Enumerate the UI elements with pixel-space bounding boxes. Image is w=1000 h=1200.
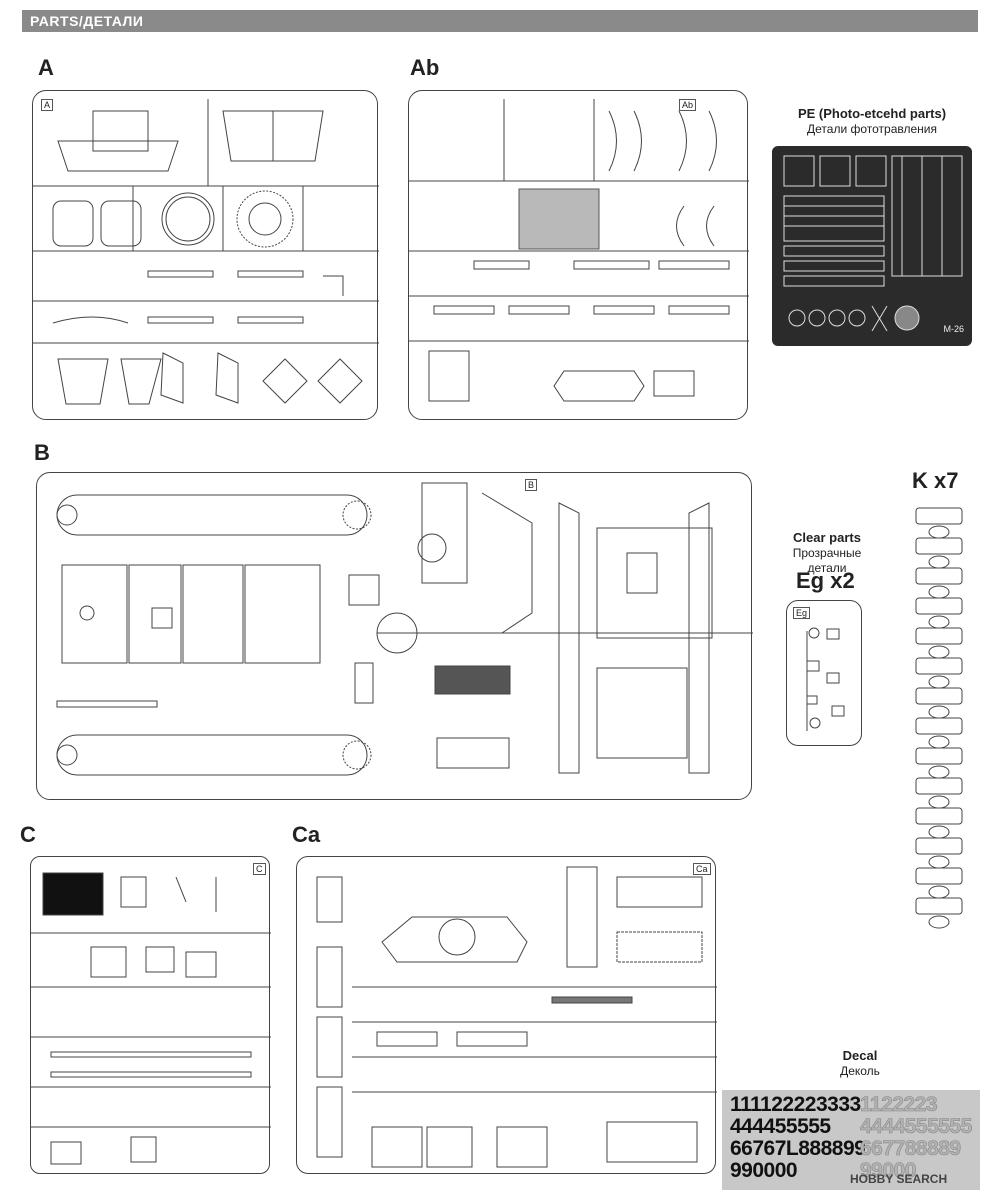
- sprue-ab-parts: [409, 99, 749, 402]
- decal-ghost-row-1: 1122223: [860, 1093, 938, 1116]
- sprue-tag-c: C: [253, 863, 266, 875]
- sprue-label-ab: Ab: [410, 55, 440, 80]
- pe-title: PE (Photo-etcehd parts): [797, 106, 947, 121]
- sprue-ca: Ca: [296, 856, 717, 1174]
- watermark: HOBBY SEARCH: [850, 1172, 948, 1186]
- track-links: [915, 507, 963, 929]
- sprue-label-a: A: [38, 55, 54, 80]
- sprue-eg-parts: [806, 627, 845, 731]
- pe-code: M-26: [943, 324, 964, 334]
- clear-title: Clear parts: [793, 530, 861, 545]
- pe-fret-parts: [783, 155, 963, 332]
- sprue-eg: Eg: [786, 600, 862, 746]
- sprue-label-c: C: [20, 822, 36, 847]
- decal-title: Decal: [842, 1048, 878, 1063]
- section-header: PARTS/ДЕТАЛИ: [22, 10, 978, 32]
- decal-row-2: 444455555: [730, 1115, 831, 1138]
- pe-caption: PE (Photo-etcehd parts) Детали фототравл…: [772, 106, 972, 137]
- sprue-ca-parts: [316, 866, 717, 1168]
- pe-subtitle: Детали фототравления: [807, 122, 937, 136]
- sprue-tag-a: A: [41, 99, 54, 111]
- decal-ghost-row-4: 99000: [860, 1159, 917, 1182]
- decal-ghost-row-3: 667788889: [860, 1137, 962, 1160]
- decal-caption: Decal Деколь: [810, 1048, 910, 1079]
- sprue-label-b: B: [34, 440, 50, 465]
- sprue-b: B: [36, 472, 753, 800]
- tracks-label: K x7: [912, 468, 959, 493]
- clear-subtitle: Прозрачные детали: [792, 546, 862, 575]
- decal-ghost-row-2: 4444555555: [860, 1115, 973, 1138]
- decal-row-3: 66767L888899: [730, 1137, 866, 1160]
- decal-row-1: 111122223333: [730, 1093, 861, 1116]
- sprue-c: C: [30, 856, 271, 1174]
- sprue-ab: Ab: [408, 90, 749, 420]
- sprue-a: A: [32, 90, 379, 420]
- section-title: PARTS/ДЕТАЛИ: [30, 13, 144, 29]
- sprue-tag-b: B: [525, 479, 538, 491]
- sprue-tag-ab: Ab: [679, 99, 697, 111]
- decal-sheet: 111122223333 444455555 66767L888899 9900…: [722, 1090, 980, 1190]
- pe-fret: M-26: [772, 146, 972, 346]
- decal-row-4: 990000: [730, 1159, 798, 1182]
- clear-sprue-label: Eg x2: [796, 568, 855, 593]
- sprue-tag-ca: Ca: [693, 863, 711, 875]
- sprue-label-ca: Ca: [292, 822, 321, 847]
- sprue-a-parts: [33, 99, 379, 405]
- decal-subtitle: Деколь: [840, 1064, 880, 1078]
- sprue-b-parts: [56, 482, 753, 776]
- clear-caption: Clear parts Прозрачные детали: [772, 530, 882, 576]
- sprue-c-parts: [31, 872, 271, 1165]
- sprue-tag-eg: Eg: [793, 607, 811, 619]
